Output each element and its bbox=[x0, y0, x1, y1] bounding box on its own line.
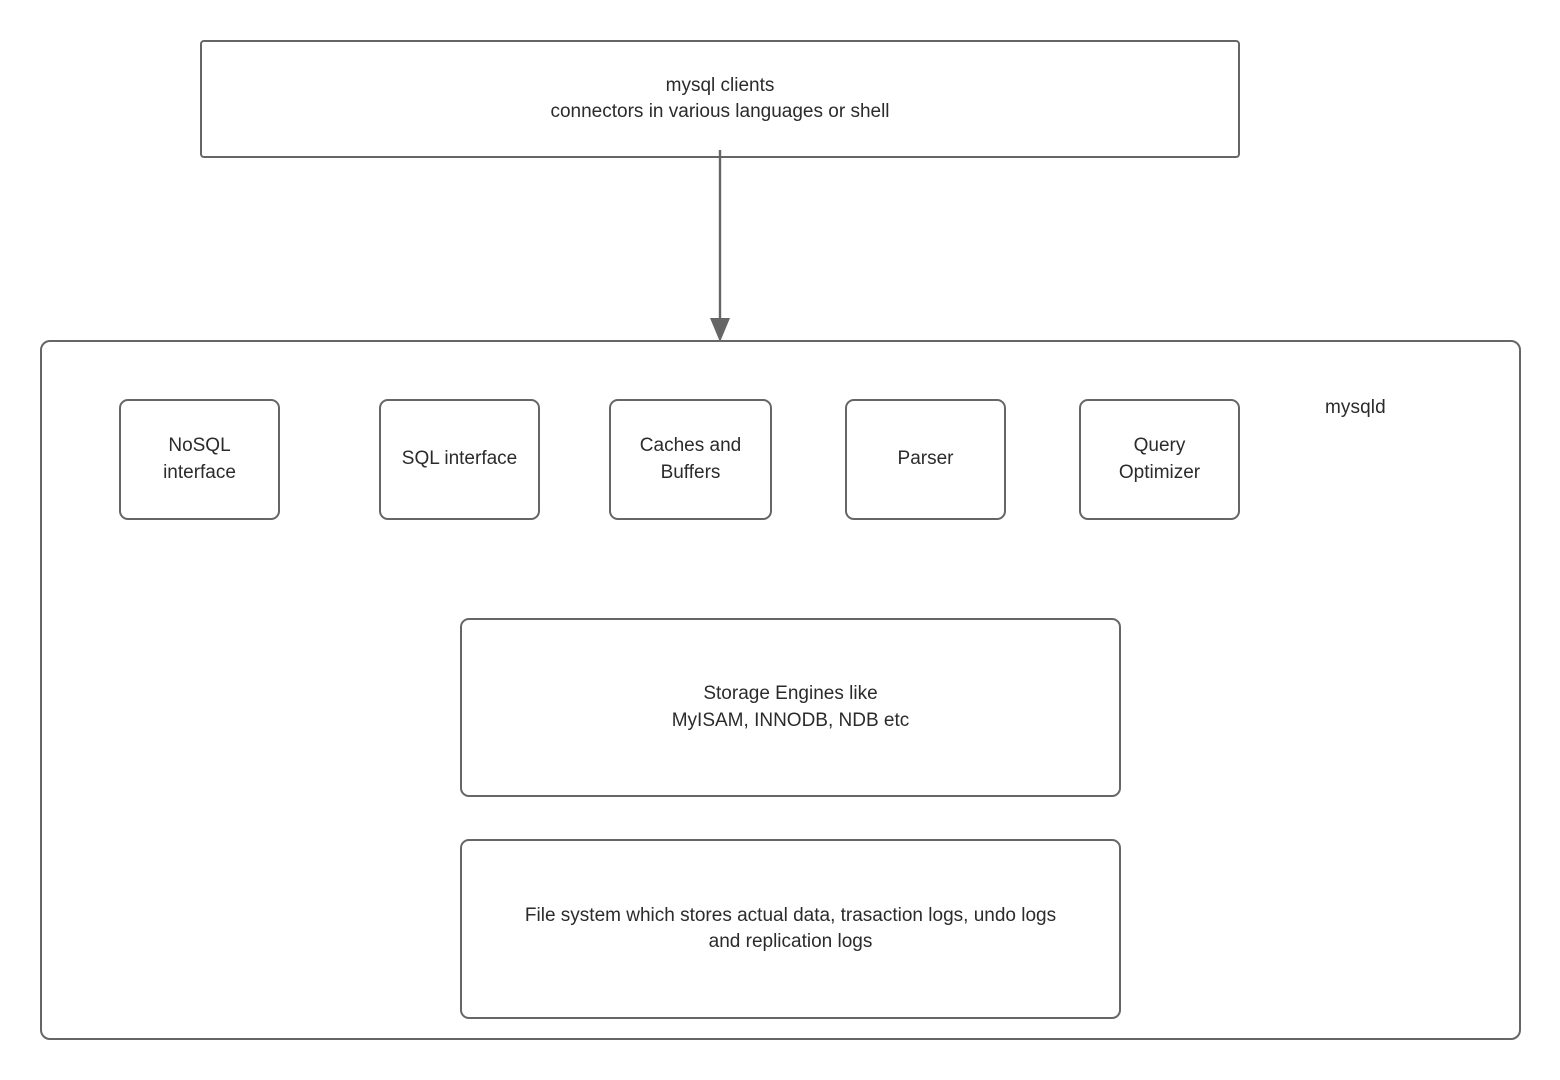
node-sql-interface-label: SQL interface bbox=[401, 448, 518, 470]
mysqld-caption: mysqld bbox=[1325, 397, 1386, 418]
node-parser-label: Parser bbox=[897, 448, 954, 470]
arrow-clients-to-mysqld bbox=[710, 150, 730, 342]
node-sql-interface[interactable]: SQL interface bbox=[379, 399, 540, 520]
node-nosql-interface-label: NoSQL interface bbox=[163, 435, 236, 483]
node-file-system-label: File system which stores actual data, tr… bbox=[524, 904, 1057, 952]
node-mysql-clients[interactable]: mysql clients connectors in various lang… bbox=[200, 40, 1240, 158]
node-caches-and-buffers[interactable]: Caches and Buffers bbox=[609, 399, 772, 520]
node-storage-engines-label: Storage Engines like MyISAM, INNODB, NDB… bbox=[671, 683, 910, 731]
node-file-system[interactable]: File system which stores actual data, tr… bbox=[460, 839, 1121, 1019]
node-query-optimizer-label: Query Optimizer bbox=[1118, 435, 1201, 483]
node-mysql-clients-label: mysql clients connectors in various lang… bbox=[550, 74, 890, 122]
node-caches-and-buffers-label: Caches and Buffers bbox=[639, 435, 742, 483]
node-query-optimizer[interactable]: Query Optimizer bbox=[1079, 399, 1240, 520]
node-nosql-interface[interactable]: NoSQL interface bbox=[119, 399, 280, 520]
node-parser[interactable]: Parser bbox=[845, 399, 1006, 520]
node-storage-engines[interactable]: Storage Engines like MyISAM, INNODB, NDB… bbox=[460, 618, 1121, 797]
